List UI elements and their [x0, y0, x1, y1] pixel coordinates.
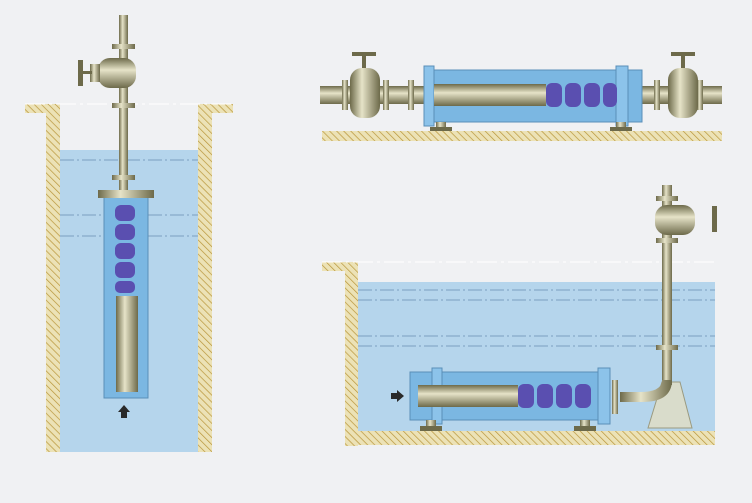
motor [434, 84, 546, 106]
elbow-pipe [620, 380, 672, 402]
valve-handwheel-icon [712, 206, 717, 232]
impeller-stages [546, 83, 617, 107]
motor [116, 296, 138, 392]
valve-handwheel-icon [352, 52, 376, 56]
flow-arrow-up-icon [118, 405, 130, 418]
motor [418, 385, 518, 407]
valve [78, 58, 136, 88]
valve-right [668, 52, 698, 118]
riser-pipe [662, 185, 672, 385]
flow-arrow-right-icon [391, 390, 404, 402]
ground-right [198, 104, 233, 113]
panel-submerged-tank [322, 185, 717, 446]
valve-left [350, 52, 380, 118]
floor [322, 131, 722, 141]
valve-handwheel-icon [78, 60, 83, 86]
ground-left [322, 262, 357, 271]
impeller-stages [518, 384, 591, 408]
well-left-wall [46, 104, 60, 452]
valve [655, 196, 717, 243]
impeller-stages [115, 205, 135, 293]
tank-floor [345, 431, 715, 445]
panel-vertical-well [25, 15, 233, 452]
well-right-wall [198, 104, 212, 452]
valve-handwheel-icon [671, 52, 695, 56]
tank-left-wall [345, 262, 358, 446]
panel-horizontal-inline [320, 52, 722, 141]
ground-left [25, 104, 60, 113]
